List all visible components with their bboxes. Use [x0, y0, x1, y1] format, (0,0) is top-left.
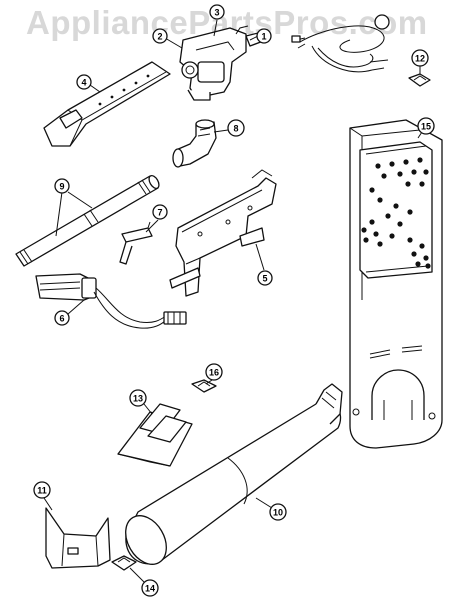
callout-16-label: 16 [209, 368, 219, 378]
wire-harness [291, 25, 389, 73]
callout-14: 14 [129, 567, 159, 597]
callout-12: 12 [411, 49, 429, 74]
pipe-9 [15, 174, 160, 267]
callout-6: 6 [54, 299, 85, 326]
housing-panel-15 [349, 119, 443, 449]
gas-valve-assembly [179, 25, 267, 101]
mounting-bracket [169, 169, 277, 297]
callout-7: 7 [145, 204, 168, 233]
callout-11: 11 [33, 481, 53, 511]
callout-5-label: 5 [262, 274, 267, 284]
callout-12-label: 12 [415, 54, 425, 64]
burner-4 [43, 61, 171, 147]
callout-1: 1 [249, 28, 272, 44]
callout-13: 13 [129, 389, 153, 415]
callout-1-label: 1 [261, 32, 266, 42]
callout-3: 3 [209, 4, 225, 37]
clip-12 [408, 73, 431, 87]
callout-6-label: 6 [59, 314, 64, 324]
callout-15-label: 15 [421, 122, 431, 132]
callout-8-label: 8 [233, 124, 238, 134]
callout-2: 2 [152, 28, 183, 49]
clip-16 [191, 379, 217, 393]
callout-16: 16 [205, 363, 223, 385]
callout-9: 9 [54, 178, 93, 237]
callout-4-label: 4 [81, 78, 86, 88]
callout-8: 8 [213, 119, 245, 137]
vent-holes [361, 157, 431, 269]
cylinder-10 [125, 383, 343, 565]
callout-2-label: 2 [157, 32, 162, 42]
callout-7-label: 7 [157, 208, 162, 218]
callout-11-label: 11 [37, 486, 47, 496]
support-11 [45, 507, 111, 569]
bracket-7 [119, 221, 153, 265]
callout-unlabeled [374, 14, 390, 30]
bracket-13 [117, 403, 193, 467]
igniter-6 [35, 273, 187, 329]
callout-9-label: 9 [59, 182, 64, 192]
clip-14 [111, 555, 137, 571]
elbow-8 [172, 119, 217, 168]
callout-3-label: 3 [214, 8, 219, 18]
callout-13-label: 13 [133, 394, 143, 404]
callout-4: 4 [76, 74, 101, 93]
callout-5: 5 [255, 243, 273, 286]
callout-15: 15 [417, 117, 435, 139]
callout-14-label: 14 [145, 584, 155, 594]
callout-10: 10 [255, 497, 287, 521]
callout-10-label: 10 [273, 508, 283, 518]
